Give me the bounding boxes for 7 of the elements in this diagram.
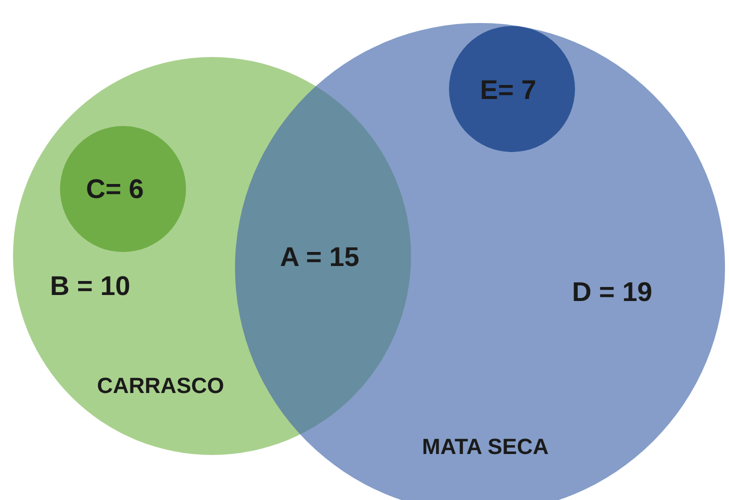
- set-label: MATA SECA: [422, 436, 549, 458]
- set-count: E= 7: [480, 77, 536, 104]
- set-count: B = 10: [50, 273, 130, 300]
- intersection-count: A = 15: [280, 244, 360, 271]
- set-label: CARRASCO: [97, 375, 224, 397]
- set-count: C= 6: [86, 176, 144, 203]
- set-count: D = 19: [572, 279, 652, 306]
